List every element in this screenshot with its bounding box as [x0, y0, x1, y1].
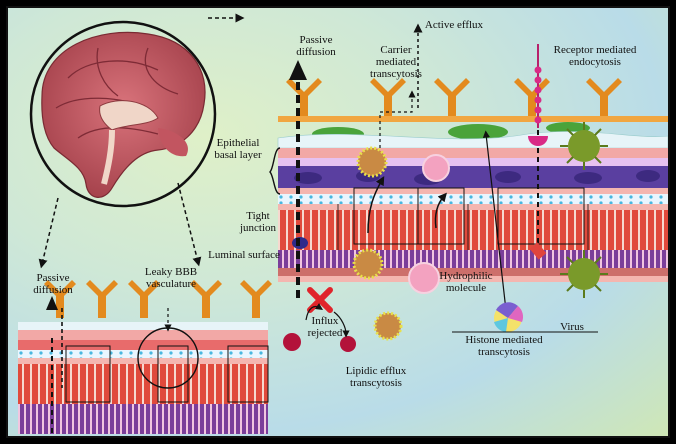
- receptor-chain: [528, 44, 548, 260]
- bbb-panel-lower: [18, 280, 272, 436]
- label-active-efflux: Active efflux: [424, 19, 484, 31]
- label-influx-rejected: Influx rejected: [307, 315, 343, 339]
- particles: [283, 146, 598, 352]
- diagram-artwork: [18, 13, 668, 436]
- label-virus: Virus: [560, 321, 584, 333]
- bbb-panel-upper: [277, 78, 668, 282]
- label-histone-mediated: Histone mediated transcytosis: [465, 334, 543, 358]
- label-leaky-bbb: Leaky BBB vasculature: [144, 266, 198, 290]
- label-receptor-mediated: Receptor mediated endocytosis: [553, 44, 637, 68]
- label-luminal-surface: Luminal surface: [208, 249, 280, 261]
- brain-to-left-arrow: [38, 197, 59, 269]
- label-lipidic-efflux: Lipidic efflux transcytosis: [345, 365, 407, 389]
- label-passive-diffusion-left: Passive diffusion: [33, 272, 73, 296]
- transport-arrows: [289, 23, 539, 329]
- label-carrier-mediated: Carrier mediated transcytosis: [370, 44, 422, 80]
- label-tight-junction: Tight junction: [239, 210, 277, 234]
- label-passive-diffusion-top: Passive diffusion: [296, 34, 336, 58]
- brain-inset: [29, 20, 217, 208]
- diagram-canvas: Passive diffusion Active efflux Carrier …: [6, 6, 670, 438]
- basal-layer-brace: [269, 147, 281, 195]
- brain-to-right-arrow: [177, 182, 202, 267]
- virus-icons: [560, 122, 608, 298]
- label-hydrophilic: Hydrophilic molecule: [439, 270, 493, 294]
- label-epithelial-basal: Epithelial basal layer: [214, 137, 262, 161]
